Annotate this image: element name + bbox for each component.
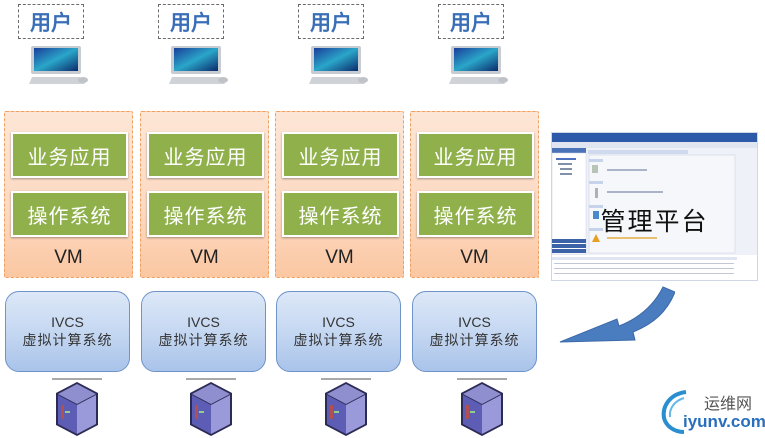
user-label-text: 用户 xyxy=(170,10,212,35)
curved-arrow-icon xyxy=(559,286,675,343)
ivcs-box: IVCS 虚拟计算系统 xyxy=(5,291,130,372)
user-label-text: 用户 xyxy=(450,10,492,35)
business-app-label: 业务应用 xyxy=(298,144,383,169)
user-label-text: 用户 xyxy=(30,10,72,35)
ivcs-subtitle: 虚拟计算系统 xyxy=(429,332,520,349)
vm-container: 业务应用 操作系统 VM xyxy=(275,111,404,278)
vm-label: VM xyxy=(325,247,354,268)
vm-container: 业务应用 操作系统 VM xyxy=(140,111,269,278)
os-label: 操作系统 xyxy=(433,203,518,228)
desktop-computer-icon xyxy=(169,46,228,84)
os-layer: 操作系统 xyxy=(417,191,534,237)
desktop-computer-icon xyxy=(309,46,368,84)
vm-label: VM xyxy=(460,247,489,268)
server-divider xyxy=(457,378,507,380)
os-label: 操作系统 xyxy=(163,203,248,228)
vm-container: 业务应用 操作系统 VM xyxy=(4,111,133,278)
vm-label: VM xyxy=(54,247,83,268)
os-label: 操作系统 xyxy=(298,203,383,228)
ivcs-box: IVCS 虚拟计算系统 xyxy=(276,291,401,372)
desktop-computer-icon xyxy=(29,46,88,84)
server-divider xyxy=(321,378,371,380)
user-label-text: 用户 xyxy=(310,10,352,35)
user-label: 用户 xyxy=(298,4,364,39)
business-app-label: 业务应用 xyxy=(163,144,248,169)
server-rack-icon xyxy=(461,382,503,436)
server-rack-icon xyxy=(190,382,232,436)
desktop-computer-icon xyxy=(449,46,508,84)
os-layer: 操作系统 xyxy=(147,191,264,237)
management-platform-label: 管理平台 xyxy=(600,207,709,236)
server-divider xyxy=(186,378,236,380)
user-label: 用户 xyxy=(18,4,84,39)
ivcs-title: IVCS xyxy=(458,313,491,330)
watermark-name: 运维网 xyxy=(704,394,753,413)
server-divider xyxy=(52,378,102,380)
watermark-domain: iyunv.com xyxy=(683,412,765,431)
ivcs-subtitle: 虚拟计算系统 xyxy=(22,332,113,349)
ivcs-title: IVCS xyxy=(51,313,84,330)
business-app-layer: 业务应用 xyxy=(147,132,264,178)
business-app-layer: 业务应用 xyxy=(282,132,399,178)
os-label: 操作系统 xyxy=(27,203,112,228)
os-layer: 操作系统 xyxy=(11,191,128,237)
vm-label: VM xyxy=(190,247,219,268)
user-label: 用户 xyxy=(158,4,224,39)
server-rack-icon xyxy=(325,382,367,436)
os-layer: 操作系统 xyxy=(282,191,399,237)
ivcs-box: IVCS 虚拟计算系统 xyxy=(141,291,266,372)
ivcs-title: IVCS xyxy=(187,313,220,330)
ivcs-subtitle: 虚拟计算系统 xyxy=(293,332,384,349)
ivcs-title: IVCS xyxy=(322,313,355,330)
business-app-layer: 业务应用 xyxy=(417,132,534,178)
user-label: 用户 xyxy=(438,4,504,39)
business-app-layer: 业务应用 xyxy=(11,132,128,178)
server-rack-icon xyxy=(56,382,98,436)
business-app-label: 业务应用 xyxy=(433,144,518,169)
management-platform-screenshot: 管理平台 xyxy=(551,132,758,281)
watermark-logo-icon xyxy=(661,390,687,434)
ivcs-subtitle: 虚拟计算系统 xyxy=(158,332,249,349)
vm-container: 业务应用 操作系统 VM xyxy=(410,111,539,278)
business-app-label: 业务应用 xyxy=(27,144,112,169)
management-ui-thumbnail xyxy=(552,133,757,280)
ivcs-box: IVCS 虚拟计算系统 xyxy=(412,291,537,372)
